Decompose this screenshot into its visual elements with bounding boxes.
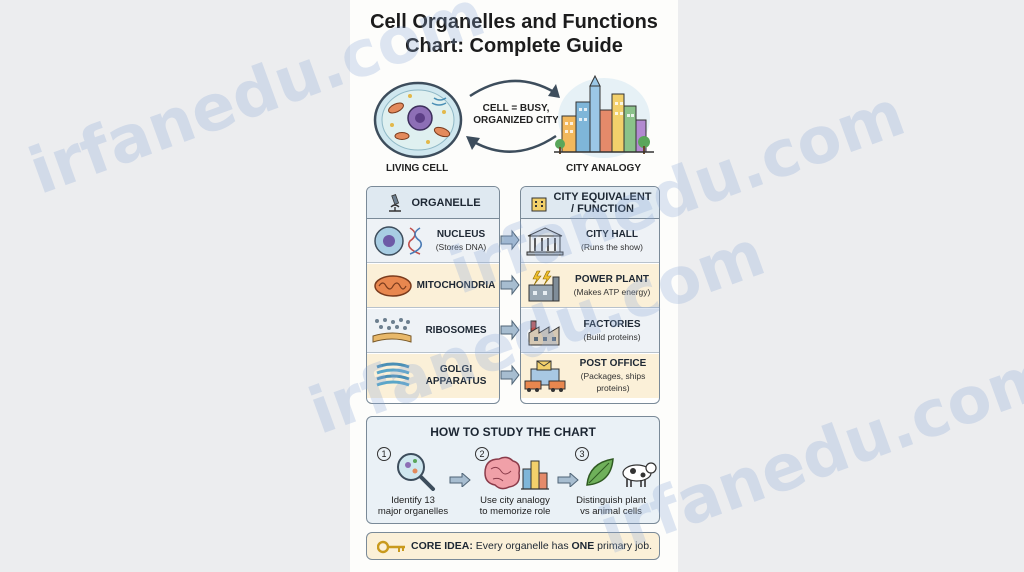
step-1-text: Identify 13 major organelles	[365, 495, 461, 517]
post-office-icon	[524, 360, 566, 392]
city-header-text: CITY EQUIVALENT / FUNCTION	[554, 191, 652, 215]
row-arrows	[500, 229, 520, 386]
step-3-line-1: Distinguish plant	[576, 495, 646, 506]
city-header-line-1: CITY EQUIVALENT	[553, 190, 652, 203]
title-line-2: Chart: Complete Guide	[405, 35, 623, 57]
nucleus-label: NUCLEUS (Stores DNA)	[423, 229, 499, 253]
table-row: MITOCHONDRIA	[367, 264, 499, 308]
table-row: POWER PLANT (Makes ATP energy)	[521, 264, 659, 308]
core-idea-text-after: primary job.	[594, 540, 653, 552]
nucleus-icon	[374, 225, 404, 256]
city-hall-desc: (Runs the show)	[581, 241, 643, 252]
city-hall-icon	[526, 226, 564, 255]
golgi-label: GOLGI APPARATUS	[413, 364, 499, 388]
city-equivalent-panel: CITY EQUIVALENT / FUNCTION CITY HALL (Ru…	[520, 186, 660, 404]
step-arrow-2	[557, 473, 579, 487]
infographic-poster: Cell Organelles and Functions Chart: Com…	[350, 0, 678, 572]
plant-animal-icon	[586, 458, 657, 487]
brain-city-icon	[484, 456, 549, 490]
step-3-text: Distinguish plant vs animal cells	[563, 495, 659, 517]
step-2-text: Use city analogy to memorize role	[467, 495, 563, 517]
table-row: POST OFFICE (Packages, ships proteins)	[521, 354, 659, 398]
post-office-desc-2: proteins)	[596, 383, 630, 393]
city-hall-name: CITY HALL	[585, 228, 639, 240]
step-3-line-2: vs animal cells	[580, 506, 642, 517]
nucleus-name: NUCLEUS	[436, 228, 486, 240]
caption-line-1: CELL = BUSY,	[482, 103, 550, 114]
core-idea-banner: CORE IDEA: Every organelle has ONE prima…	[366, 532, 660, 560]
right-background	[678, 0, 1024, 572]
core-idea-prefix: CORE IDEA:	[411, 540, 473, 552]
study-title: HOW TO STUDY THE CHART	[430, 425, 596, 439]
caption-line-2: ORGANIZED CITY	[473, 115, 559, 126]
title-line-1: Cell Organelles and Functions	[370, 11, 658, 33]
nucleus-desc: (Stores DNA)	[435, 241, 487, 252]
table-row: CITY HALL (Runs the show)	[521, 219, 659, 263]
city-skyline-icon	[554, 74, 654, 158]
core-idea-text-before: Every organelle has	[472, 540, 572, 552]
step-2-line-1: Use city analogy	[480, 495, 550, 506]
cell-city-caption: CELL = BUSY, ORGANIZED CITY	[466, 103, 566, 127]
golgi-icon	[376, 362, 410, 387]
table-row: FACTORIES (Build proteins)	[521, 309, 659, 353]
power-plant-label: POWER PLANT (Makes ATP energy)	[565, 274, 659, 298]
mitochondria-icon	[374, 274, 412, 297]
page-title: Cell Organelles and Functions Chart: Com…	[350, 10, 678, 58]
factory-icon	[528, 320, 560, 345]
step-number-3: 3	[575, 447, 589, 461]
cycle-arrows	[466, 79, 560, 153]
dna-icon	[407, 226, 423, 255]
core-idea-emphasis: ONE	[571, 540, 595, 552]
organelle-panel: ORGANELLE NUCLEUS (Stores DNA) MITOCHOND…	[366, 186, 500, 404]
table-row: NUCLEUS (Stores DNA)	[367, 219, 499, 263]
table-row: GOLGI APPARATUS	[367, 354, 499, 398]
power-plant-icon	[528, 270, 560, 301]
table-row: RIBOSOMES	[367, 309, 499, 353]
power-plant-name: POWER PLANT	[575, 273, 649, 285]
organelle-header-label: ORGANELLE	[411, 196, 481, 209]
city-analogy-label: CITY ANALOGY	[566, 163, 642, 174]
city-equivalent-header: CITY EQUIVALENT / FUNCTION	[521, 187, 659, 219]
step-1-line-2: major organelles	[377, 506, 449, 517]
city-hall-label: CITY HALL (Runs the show)	[565, 229, 659, 253]
microscope-icon	[389, 193, 402, 212]
power-plant-desc: (Makes ATP energy)	[573, 286, 651, 297]
ribosomes-label: RIBOSOMES	[425, 324, 487, 336]
factories-label: FACTORIES (Build proteins)	[565, 319, 659, 343]
key-icon	[377, 540, 405, 554]
building-icon	[531, 197, 546, 211]
study-panel: HOW TO STUDY THE CHART 1 Identify 13 maj…	[366, 416, 660, 524]
ribosomes-icon	[372, 317, 412, 343]
living-cell-icon	[373, 81, 463, 159]
factories-name: FACTORIES	[583, 318, 641, 330]
step-number-2: 2	[475, 447, 489, 461]
step-1-line-1: Identify 13	[391, 495, 435, 506]
left-background	[0, 0, 350, 572]
golgi-line-1: GOLGI	[439, 364, 473, 375]
living-cell-label: LIVING CELL	[386, 163, 449, 174]
step-arrow-1	[449, 473, 471, 487]
city-header-line-2: / FUNCTION	[571, 202, 634, 215]
organelle-header: ORGANELLE	[367, 187, 499, 219]
post-office-name: POST OFFICE	[579, 358, 647, 369]
post-office-desc-1: (Packages, ships	[580, 371, 646, 381]
post-office-label: POST OFFICE (Packages, ships proteins)	[567, 358, 659, 394]
golgi-line-2: APPARATUS	[425, 376, 487, 387]
step-2-line-2: to memorize role	[479, 506, 551, 517]
factories-desc: (Build proteins)	[583, 331, 641, 342]
mitochondria-label: MITOCHONDRIA	[416, 279, 496, 291]
magnifier-icon	[397, 453, 435, 491]
step-number-1: 1	[377, 447, 391, 461]
